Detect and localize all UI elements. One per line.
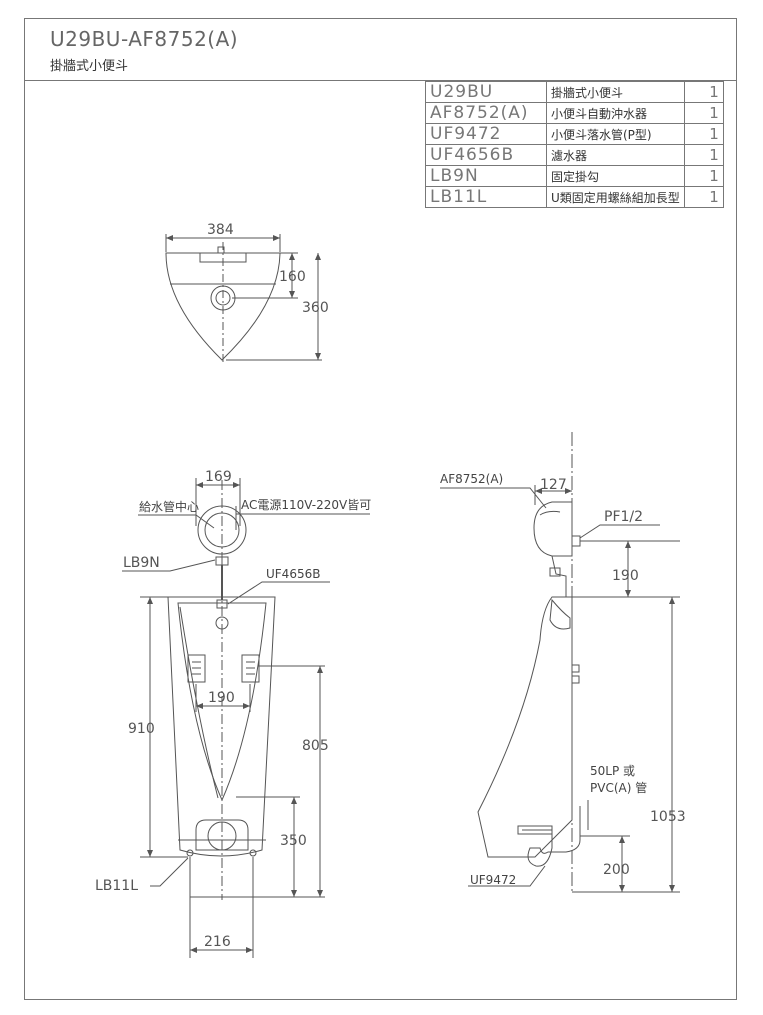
side-view-trap — [522, 825, 581, 867]
side-view-rim — [549, 598, 571, 630]
label-pf: PF1/2 — [604, 509, 643, 525]
side-dim-1053: 1053 — [650, 809, 686, 825]
parts-row: LB11L U類固定用螺絲組加長型 1 — [425, 186, 724, 208]
part-qty: 1 — [683, 102, 724, 124]
front-view-outlet — [195, 819, 249, 851]
label-af8752: AF8752(A) — [440, 472, 503, 486]
part-qty: 1 — [683, 186, 724, 208]
front-dim-169: 169 — [205, 469, 232, 485]
top-dim-360: 360 — [302, 300, 329, 316]
side-dim-200: 200 — [603, 862, 630, 878]
parts-row: LB9N 固定掛勾 1 — [425, 165, 724, 187]
parts-row: U29BU 掛牆式小便斗 1 — [425, 81, 724, 103]
top-view-flusher-stub — [217, 246, 225, 254]
parts-table: U29BU 掛牆式小便斗 1 AF8752(A) 小便斗自動沖水器 1 UF94… — [425, 81, 724, 208]
side-view-hanger-1 — [571, 664, 580, 673]
model-title: U29BU-AF8752(A) — [50, 27, 239, 51]
front-view-bracket-right — [241, 654, 260, 683]
side-view-body — [477, 596, 573, 858]
front-view-screw-left — [186, 849, 194, 857]
side-view-flush-pipe — [551, 555, 567, 597]
leader-uf4656b — [227, 581, 330, 605]
part-name: U類固定用螺絲組加長型 — [546, 186, 685, 208]
side-view — [440, 432, 680, 893]
label-lb9n: LB9N — [123, 555, 160, 571]
label-supply-center: 給水管中心 — [139, 499, 199, 514]
front-dim-190: 190 — [208, 690, 235, 706]
leader-lb9n — [122, 559, 216, 572]
top-dim-width: 384 — [207, 222, 234, 238]
drawing-frame — [24, 18, 737, 1000]
header-divider — [24, 80, 737, 81]
label-uf9472: UF9472 — [470, 873, 516, 887]
front-view-inner-edge — [179, 606, 219, 799]
part-code: U29BU — [425, 81, 547, 103]
label-ac-power: AC電源110V-220V皆可 — [241, 498, 371, 512]
leader-supply — [138, 514, 215, 529]
front-view-body — [167, 596, 276, 857]
front-dim-350: 350 — [280, 833, 307, 849]
front-dim-805: 805 — [302, 738, 329, 754]
parts-row: UF4656B 濾水器 1 — [425, 144, 724, 166]
part-name: 固定掛勾 — [546, 165, 685, 187]
label-uf4656b: UF4656B — [266, 567, 320, 581]
side-view-hanger-2 — [571, 675, 580, 684]
leader-lb11l — [150, 857, 189, 887]
side-dim-190: 190 — [612, 568, 639, 584]
top-view-bowl-outline — [165, 252, 281, 361]
part-code: AF8752(A) — [425, 102, 547, 124]
front-view-bracket-left — [187, 654, 206, 683]
model-subtitle: 掛牆式小便斗 — [50, 59, 129, 74]
front-dim-910: 910 — [128, 721, 155, 737]
top-dim-160: 160 — [279, 269, 306, 285]
top-view — [165, 234, 322, 364]
part-code: UF4656B — [425, 144, 547, 166]
label-pipe-line1: 50LP 或 — [590, 764, 635, 778]
parts-row: UF9472 小便斗落水管(P型) 1 — [425, 123, 724, 145]
leader-pf — [579, 524, 660, 539]
front-view-screw-right — [249, 849, 257, 857]
part-code: LB11L — [425, 186, 547, 208]
front-dim-216: 216 — [204, 934, 231, 950]
part-name: 小便斗落水管(P型) — [546, 123, 685, 145]
side-view-pf-connector — [571, 535, 581, 547]
leader-uf9472 — [468, 865, 546, 887]
leader-af8752 — [440, 487, 547, 509]
side-dim-127: 127 — [540, 477, 567, 493]
label-pipe-line2: PVC(A) 管 — [590, 780, 647, 795]
front-view — [122, 478, 370, 958]
part-code: LB9N — [425, 165, 547, 187]
label-lb11l: LB11L — [95, 878, 138, 894]
side-view-flusher — [533, 501, 573, 557]
